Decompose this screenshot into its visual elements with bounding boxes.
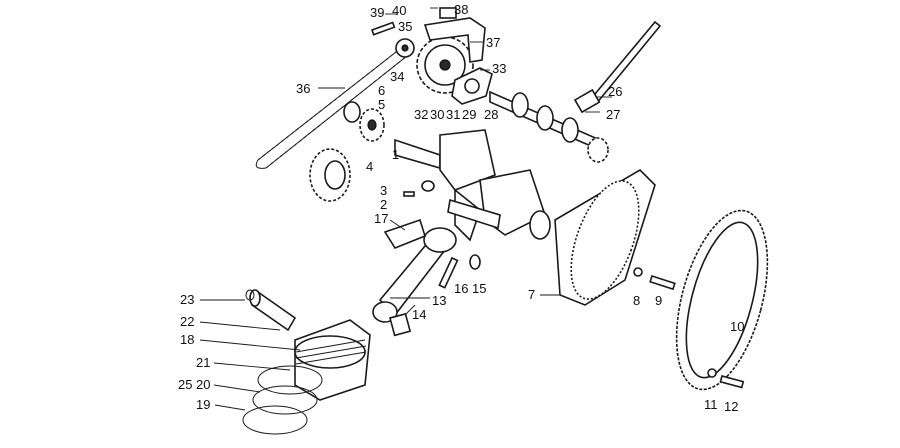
callout-2: 2 [380,197,388,212]
callout-33: 33 [492,61,507,76]
callout-6: 6 [378,83,386,98]
callout-31: 31 [446,107,461,122]
callout-34: 34 [390,69,405,84]
callout-18: 18 [180,332,195,347]
callout-21: 21 [196,355,211,370]
callout-25: 25 [178,377,193,392]
callout-40: 40 [392,3,407,18]
crank-sprockets [343,101,385,142]
callout-36: 36 [296,81,311,96]
callout-12: 12 [724,399,739,414]
callout-20: 20 [196,377,211,392]
callout-3: 3 [380,183,388,198]
callout-23: 23 [180,292,195,307]
connecting-rod [372,218,457,337]
idler-sprocket [395,38,415,58]
callout-7: 7 [528,287,536,302]
callout-19: 19 [196,397,211,412]
callout-11: 11 [704,397,718,412]
callout-9: 9 [655,293,663,308]
piston [294,319,371,401]
piston-rings [242,365,323,435]
callout-14: 14 [412,307,427,322]
callout-10: 10 [730,319,745,334]
tensioner-plate [451,67,493,105]
cam-bracket [423,7,486,63]
lower-sprocket [309,148,351,202]
callout-29: 29 [462,107,477,122]
callout-8: 8 [633,293,641,308]
flywheel-bolts [633,267,745,389]
timing-chain [255,44,413,169]
callout-28: 28 [484,107,499,122]
callout-4: 4 [366,159,374,174]
callout-22: 22 [180,314,195,329]
pushrod [573,20,662,114]
callout-32: 32 [414,107,429,122]
flywheel-housing [554,168,656,306]
rod-bolts [438,254,481,289]
piston-pin [249,289,297,332]
small-bearing [403,180,435,197]
callout-17: 17 [374,211,389,226]
callout-15: 15 [472,281,487,296]
camshaft [489,90,609,163]
callout-5: 5 [378,97,386,112]
bolt-39 [370,21,396,36]
circlip [245,289,255,301]
callout-13: 13 [432,293,447,308]
callout-16: 16 [454,281,469,296]
callout-30: 30 [430,107,445,122]
callout-35: 35 [398,19,413,34]
crankshaft [394,129,551,242]
ring-gear [675,209,769,391]
leader-lines [199,7,612,411]
callout-38: 38 [454,2,469,17]
callout-1: 1 [392,147,400,162]
callout-37: 37 [486,35,501,50]
callout-27: 27 [606,107,621,122]
callout-26: 26 [608,84,623,99]
callout-39: 39 [370,5,385,20]
